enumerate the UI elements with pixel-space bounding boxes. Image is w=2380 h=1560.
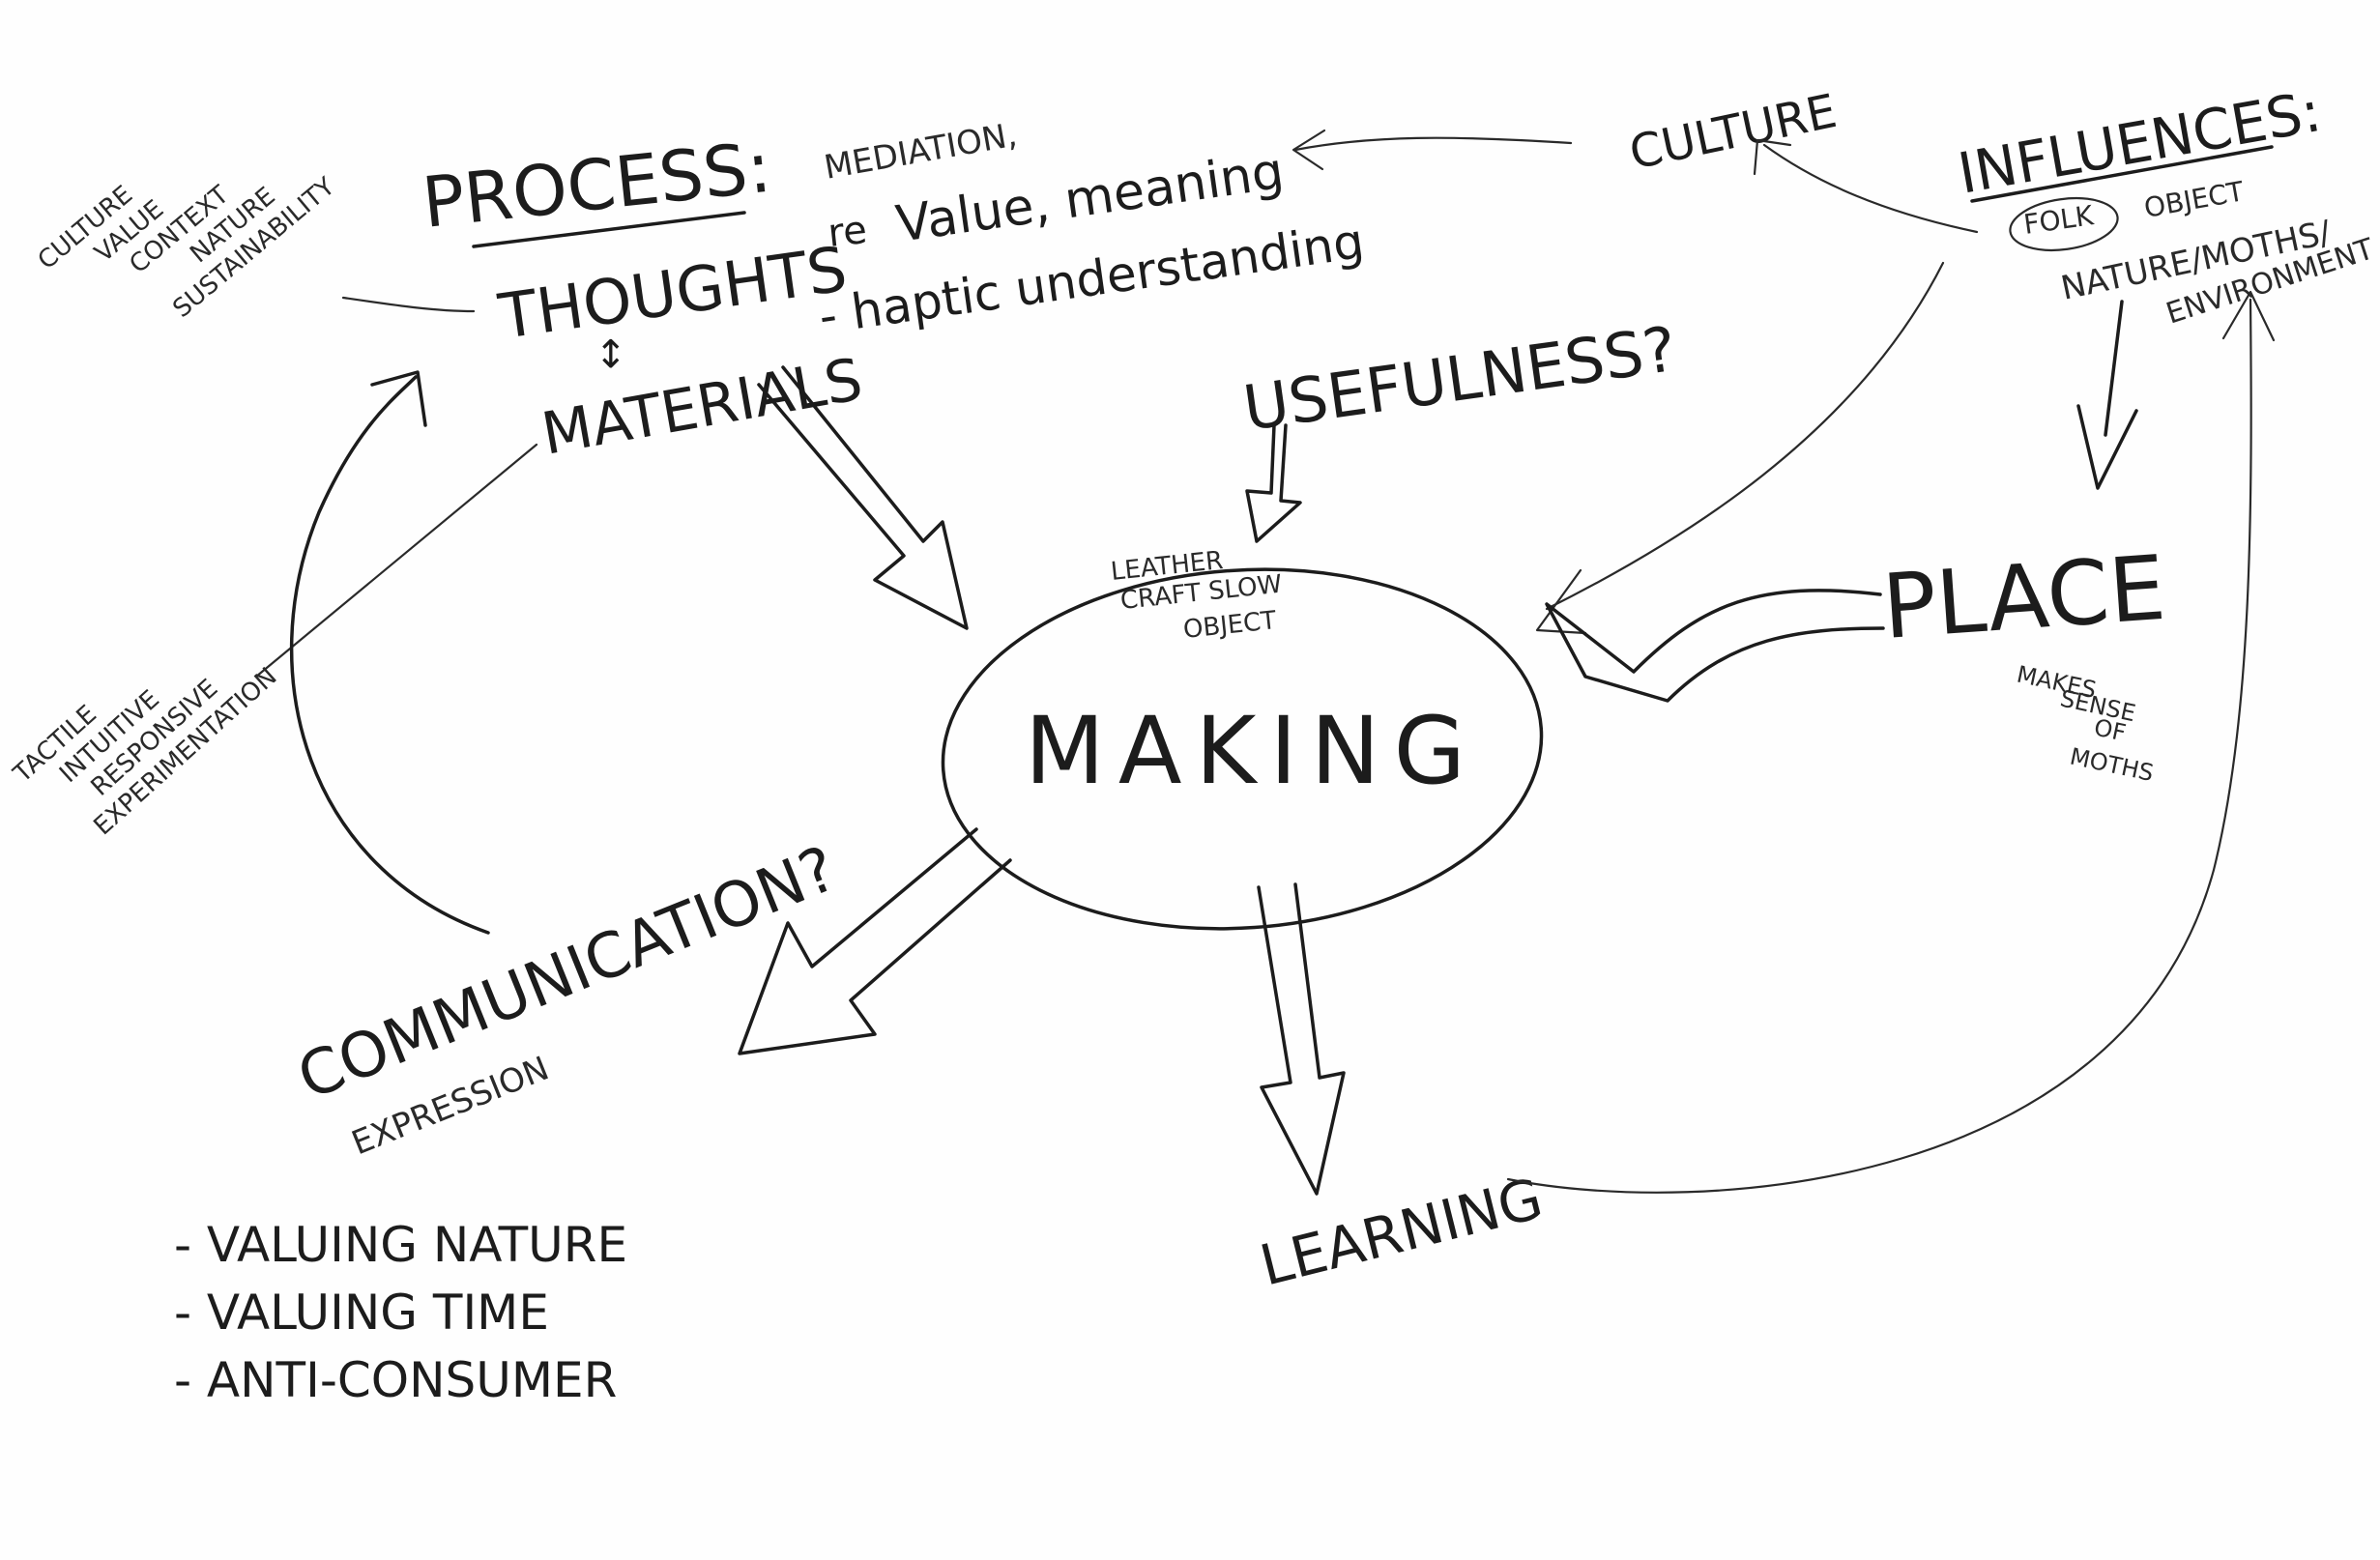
usefulness-arrow xyxy=(1245,423,1302,543)
influences-to-culture-arrowhead xyxy=(1753,138,1792,176)
place-note-4: MOTHS xyxy=(2068,742,2156,787)
value-item-time: - VALUING TIME xyxy=(174,1285,549,1341)
object-label: OBJECT xyxy=(2141,175,2247,224)
learning-loop-arrowhead xyxy=(2221,290,2276,342)
method-notes: TACTILE INTUITIVE RESPONSIVE EXPERIMENTA… xyxy=(8,662,283,841)
culture-to-process-arrowhead xyxy=(1292,129,1326,171)
communication-label: COMMUNICATION? xyxy=(288,833,846,1114)
place-note-3: OF xyxy=(2092,713,2129,746)
learning-label: LEARNING xyxy=(1254,1166,1549,1299)
influences-to-place-arrow xyxy=(2076,300,2138,490)
influences-to-culture-line xyxy=(1762,143,1979,234)
influences-title: INFLUENCES: xyxy=(1954,78,2326,207)
influences-to-making-arrowhead xyxy=(1535,568,1587,635)
learning-loop-curve xyxy=(1506,298,2252,1194)
influences-underline xyxy=(1970,145,2274,203)
method-connector xyxy=(254,443,538,679)
materials-label: MATERIALS xyxy=(537,346,867,469)
context-connector xyxy=(341,296,476,313)
thoughts-materials-link: ↕ xyxy=(595,332,627,377)
process-title: PROCESS: xyxy=(419,127,774,244)
process-to-making-arrow xyxy=(757,365,969,630)
value-item-anticonsumer: - ANTI-CONSUMER xyxy=(174,1352,617,1408)
feedback-arrowhead xyxy=(370,370,427,427)
context-notes: CULTURE VALUE CONTEXT NATURE SUSTAINABIL… xyxy=(33,172,340,324)
making-note-line3: OBJECT xyxy=(1182,606,1278,645)
usefulness-label: USEFULNESS? xyxy=(1239,314,1681,446)
making-to-learning-arrow xyxy=(1257,882,1346,1196)
value-item-nature: - VALUING NATURE xyxy=(174,1217,627,1273)
place-label: PLACE xyxy=(1879,536,2168,659)
folk-circle xyxy=(2009,196,2119,252)
making-label: MAKING xyxy=(1025,697,1479,805)
feedback-curve xyxy=(289,375,490,935)
folk-label: FOLK xyxy=(2021,199,2096,241)
place-to-making-arrow xyxy=(1545,589,1885,703)
making-ellipse xyxy=(941,567,1544,931)
making-to-communication-arrow xyxy=(738,827,1012,1055)
mediation-label: MEDIATION, xyxy=(822,115,1020,187)
process-underline xyxy=(472,211,746,248)
thoughts-re: re xyxy=(826,208,869,256)
culture-to-process-arrow xyxy=(1293,136,1573,152)
influences-to-making-line xyxy=(1545,261,1945,611)
culture-label: CULTURE xyxy=(1625,84,1842,181)
thoughts-label: THOUGHTS xyxy=(494,234,852,354)
